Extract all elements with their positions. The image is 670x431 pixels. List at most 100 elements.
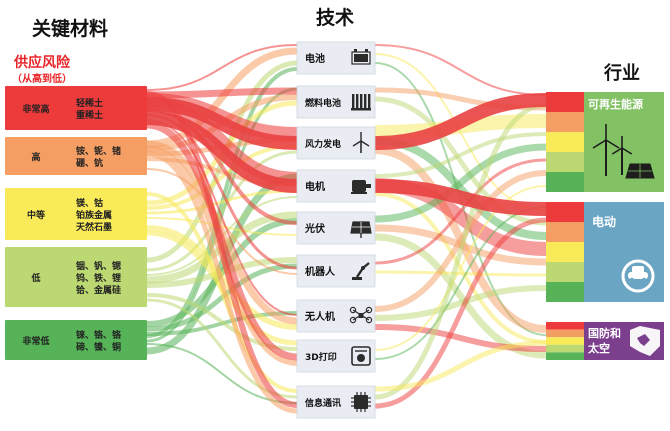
flow-ribbon — [374, 185, 547, 351]
material-list-line: 镁、钴 — [76, 197, 103, 209]
flow-ribbon — [374, 179, 547, 216]
eagle-emblem-icon — [630, 326, 660, 356]
risk-level-box — [5, 137, 147, 175]
industry-label-line: 国防和 — [588, 326, 621, 340]
supply-risk-title: 供应风险 — [13, 54, 71, 71]
fuel-cell-icon — [351, 94, 371, 111]
material-list-line: 天然石墨 — [76, 221, 112, 233]
technology-label: 3D打印 — [305, 351, 337, 363]
flow-layer — [146, 44, 547, 414]
material-list-line: 铟、钒、锶 — [76, 260, 121, 272]
robot-arm-icon — [352, 262, 370, 280]
flow-ribbon — [374, 324, 547, 352]
risk-level-label: 中等 — [27, 209, 45, 221]
technology-label: 燃料电池 — [305, 97, 341, 109]
technology-node: 信息通讯 — [296, 385, 376, 419]
technology-node: 电机 — [296, 169, 376, 203]
material-list-line: 铵、铌、锗 — [76, 145, 121, 157]
industry-risk-segment — [546, 92, 584, 112]
risk-level-box — [5, 188, 147, 240]
technology-node: 3D打印 — [296, 339, 376, 373]
technology-node: 机器人 — [296, 254, 376, 288]
flow-ribbon — [146, 119, 298, 316]
material-list-line: 硼、钪 — [75, 157, 103, 169]
flow-ribbon — [146, 47, 298, 148]
risk-level-high: 高铵、铌、锗硼、钪 — [5, 137, 147, 175]
flow-ribbon — [146, 168, 298, 275]
risk-level-label: 低 — [30, 272, 40, 284]
flow-ribbon — [146, 60, 298, 263]
flow-ribbon — [146, 121, 298, 361]
technology-label: 电池 — [305, 52, 325, 65]
flow-ribbon — [146, 44, 298, 91]
technology-label: 无人机 — [304, 310, 335, 323]
flow-ribbon — [374, 285, 547, 321]
flow-ribbon — [146, 150, 298, 272]
technology-node: 风力发电 — [296, 126, 376, 160]
flow-ribbon — [146, 97, 298, 150]
industry-risk-segment — [546, 329, 584, 338]
industry-risk-segment — [546, 112, 584, 132]
technology-box — [296, 126, 376, 160]
battery-icon — [351, 49, 371, 65]
flow-ribbon — [374, 158, 547, 265]
flow-ribbon — [374, 270, 547, 277]
industry-risk-segment — [546, 202, 584, 222]
flow-ribbon — [374, 143, 547, 223]
technology-node: 光伏 — [296, 211, 376, 245]
chip-icon — [351, 392, 371, 412]
industry-e-mobility: 电动 — [546, 202, 664, 302]
flow-ribbon — [374, 44, 547, 96]
flow-ribbon — [374, 217, 547, 409]
industry-risk-segment — [546, 322, 584, 330]
flow-ribbon — [146, 87, 298, 99]
technology-label: 光伏 — [304, 222, 325, 235]
industry-label: 可再生能源 — [588, 97, 643, 111]
industry-risk-segment — [546, 242, 584, 262]
industries-header: 行业 — [603, 62, 640, 84]
industry-risk-segment — [546, 172, 584, 192]
industry-label-line: 太空 — [587, 341, 610, 355]
flow-ribbon — [374, 93, 547, 150]
material-list-line: 重稀土 — [76, 109, 103, 121]
flow-ribbon — [374, 132, 547, 178]
risk-levels: 非常高轻稀土重稀土高铵、铌、锗硼、钪中等镁、钴铂族金属天然石墨低铟、钒、锶钨、铁… — [5, 86, 147, 360]
flow-ribbon — [146, 144, 298, 210]
material-list-line: 铪、金属硅 — [76, 284, 121, 296]
drone-icon — [349, 306, 373, 324]
industry-risk-segment — [546, 282, 584, 302]
technology-label: 机器人 — [305, 265, 336, 278]
industry-renewable-energy: 可再生能源 — [546, 92, 664, 192]
technology-box — [296, 385, 376, 419]
solar-panel-icon — [350, 221, 372, 238]
technology-label: 信息通讯 — [305, 397, 341, 409]
industry-label: 电动 — [592, 214, 616, 229]
wind-solar-icon — [592, 124, 655, 179]
flow-ribbon — [374, 340, 547, 392]
printer-3d-icon — [351, 346, 371, 366]
risk-level-label: 非常低 — [22, 335, 49, 347]
technology-node: 燃料电池 — [296, 85, 376, 119]
industry-risk-segment — [546, 352, 584, 360]
industry-risk-segment — [546, 132, 584, 152]
supply-risk-subtitle: （从高到低） — [12, 72, 72, 85]
risk-level-box — [5, 247, 147, 307]
industry-risk-segment — [546, 344, 584, 353]
risk-level-label: 非常高 — [22, 103, 49, 115]
risk-level-box — [5, 320, 147, 360]
flow-ribbon — [146, 189, 298, 215]
material-list-line: 轻稀土 — [76, 97, 103, 109]
material-list-line: 铼、铬、铬 — [76, 329, 122, 341]
risk-level-low: 低铟、钒、锶钨、铁、锂铪、金属硅 — [5, 247, 147, 307]
industry-risk-segment — [546, 222, 584, 242]
materials-header: 关键材料 — [32, 17, 108, 40]
flow-ribbon — [374, 170, 547, 312]
flow-ribbon — [146, 111, 298, 193]
material-list-line: 铂族金属 — [76, 209, 112, 221]
ev-charging-icon — [621, 259, 655, 293]
